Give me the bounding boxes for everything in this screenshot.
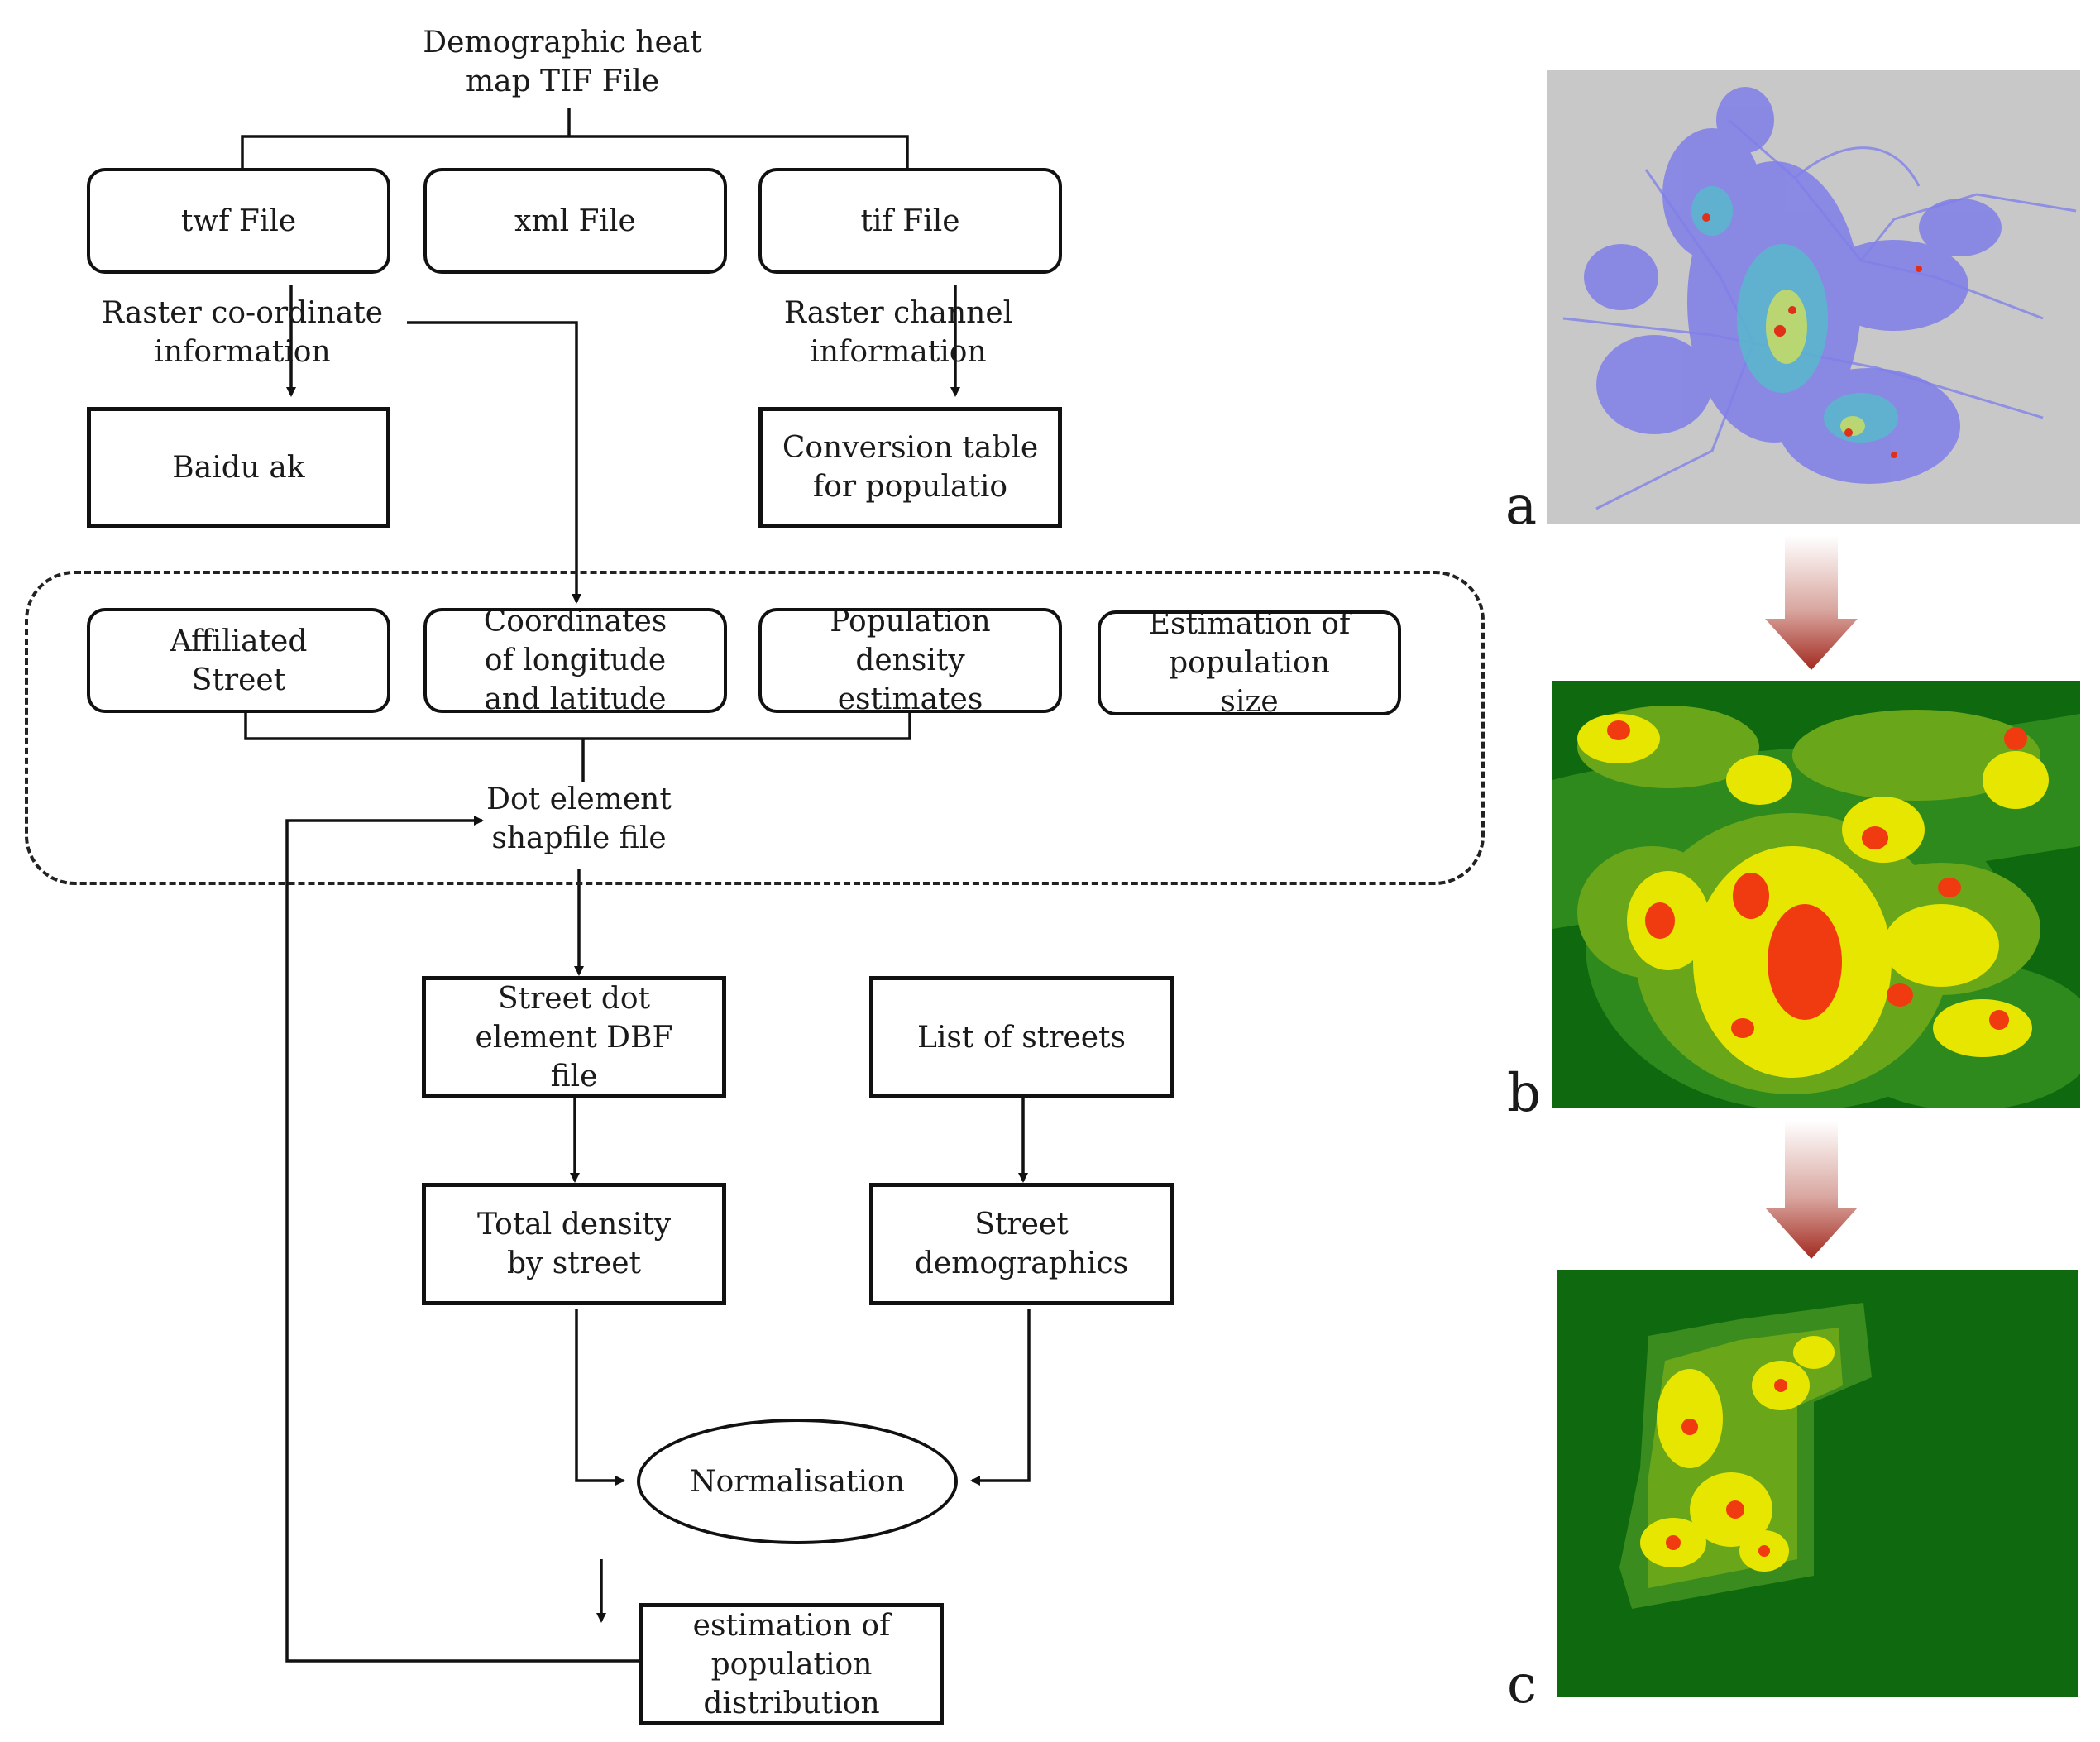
xml-file-box: xml File [423,168,727,274]
street-demographics-box: Street demographics [869,1183,1174,1305]
raster-coordinate-label: Raster co-ordinate information [101,296,384,369]
affiliated-street-box: Affiliated Street [87,608,390,713]
panel-label-c: c [1507,1654,1537,1716]
population-size-box: Estimation of population size [1098,610,1401,715]
coordinates-box: Coordinates of longitude and latitude [423,608,727,713]
total-density-box: Total density by street [422,1183,726,1305]
population-distribution-box: estimation of population distribution [639,1603,944,1725]
twf-file-box: twf File [87,168,390,274]
list-of-streets-box: List of streets [869,976,1174,1098]
heatmap-panel-c [1557,1270,2078,1697]
dashed-group-boundary [25,571,1485,885]
panel-label-a: a [1505,476,1538,537]
raster-channel-label: Raster channel information [783,296,1013,369]
normalisation-node: Normalisation [637,1419,958,1544]
tif-file-box: tif File [758,168,1062,274]
down-arrow-icon [1765,536,1858,670]
baidu-ak-box: Baidu ak [87,407,390,528]
street-dot-dbf-box: Street dot element DBF file [422,976,726,1098]
diagram-title: Demographic heat map TIF File [423,26,702,98]
dot-element-label: Dot element shapfile file [486,782,672,855]
heatmap-panel-b [1552,681,2080,1108]
heatmap-panel-a [1547,70,2080,524]
down-arrow-icon [1765,1121,1858,1259]
population-density-box: Population density estimates [758,608,1062,713]
panel-label-b: b [1507,1063,1541,1124]
conversion-table-box: Conversion table for populatio [758,407,1062,528]
